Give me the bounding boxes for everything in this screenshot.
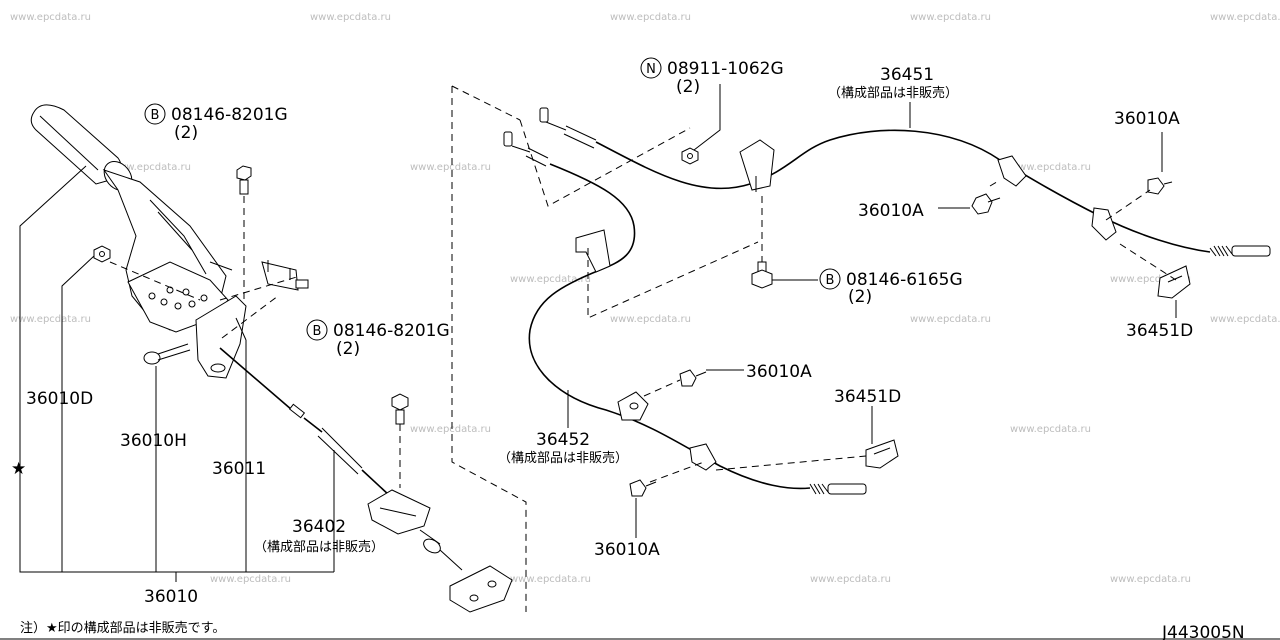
part-number-36010h: 36010H — [120, 431, 187, 451]
part-number-36011: 36011 — [212, 459, 266, 479]
part-number-08146-8201g: 08146-8201G — [333, 321, 450, 341]
watermark: www.epcdata.ru — [1010, 162, 1091, 173]
watermark: www.epcdata.ru — [10, 12, 91, 23]
part-number-36451d: 36451D — [834, 387, 901, 407]
part-number-36451: 36451 — [880, 65, 934, 85]
cable-bracket-upper — [739, 139, 775, 192]
rear-cable-36451 — [539, 107, 1271, 257]
right-leader-lines — [567, 84, 1177, 538]
section-boundary — [451, 85, 527, 612]
bolt-08146-8201g-mid — [391, 393, 409, 488]
watermark: www.epcdata.ru — [1110, 574, 1191, 585]
screw-36010h — [143, 343, 191, 365]
bolt-36010a-c — [679, 369, 707, 387]
watermark: www.epcdata.ru — [510, 574, 591, 585]
watermark: www.epcdata.ru — [910, 12, 991, 23]
part-number-36010d: 36010D — [26, 389, 93, 409]
bolt-08146-8201g-top — [236, 165, 252, 300]
n-symbol-circle — [640, 57, 662, 79]
watermark: www.epcdata.ru — [110, 162, 191, 173]
watermark: www.epcdata.ru — [1010, 424, 1091, 435]
part-number-08911-1062g: 08911-1062G — [667, 59, 784, 79]
watermark: www.epcdata.ru — [510, 274, 591, 285]
watermark: www.epcdata.ru — [410, 424, 491, 435]
watermark: www.epcdata.ru — [1210, 314, 1280, 325]
part-number-36010: 36010 — [144, 587, 198, 607]
b-symbol-circle — [306, 319, 328, 341]
part-number-08146-8201g: 08146-8201G — [171, 105, 288, 125]
part-number-36451d: 36451D — [1126, 321, 1193, 341]
watermark: www.epcdata.ru — [310, 12, 391, 23]
right-dashed-guides — [519, 119, 1177, 483]
bolt-36010a-b — [1147, 177, 1173, 195]
quantity: (2) — [336, 339, 360, 359]
bolt-36010a-a — [971, 193, 1001, 215]
watermark: www.epcdata.ru — [610, 12, 691, 23]
bolt-36010a-d — [629, 479, 657, 497]
part-number-08146-6165g: 08146-6165G — [846, 270, 963, 290]
part-number-36010a: 36010A — [746, 362, 812, 382]
b-symbol: B — [151, 108, 160, 123]
part-number-36402: 36402 — [292, 517, 346, 537]
b-symbol: B — [826, 273, 835, 288]
bolt-08146-6165g — [751, 261, 773, 289]
part-number-36010a: 36010A — [594, 540, 660, 560]
watermark: www.epcdata.ru — [10, 314, 91, 325]
watermark: www.epcdata.ru — [210, 574, 291, 585]
watermark: www.epcdata.ru — [410, 162, 491, 173]
b-symbol-circle — [819, 268, 841, 290]
footer-note: 注）★印の構成部品は非販売です。 — [20, 620, 225, 636]
n-symbol: N — [646, 62, 656, 77]
not-sold-star: ★ — [11, 459, 26, 479]
nut-36010d — [93, 245, 111, 263]
watermark: www.epcdata.ru — [610, 314, 691, 325]
part-number-36452: 36452 — [536, 430, 590, 450]
watermarks: www.epcdata.ru www.epcdata.ru www.epcdat… — [10, 12, 1280, 585]
watermark: www.epcdata.ru — [910, 314, 991, 325]
watermark: www.epcdata.ru — [1110, 274, 1191, 285]
rear-cable-36452 — [503, 131, 867, 495]
left-leader-lines — [19, 165, 335, 582]
cable-bracket-left — [261, 260, 309, 291]
quantity: (2) — [848, 287, 872, 307]
nut-08911-1062g — [681, 147, 699, 165]
parking-brake-lever — [30, 104, 247, 379]
watermark: www.epcdata.ru — [810, 574, 891, 585]
part-number-36010a: 36010A — [1114, 109, 1180, 129]
cable-bracket-lower — [575, 229, 611, 273]
quantity: (2) — [174, 123, 198, 143]
diagram-code: J443005N — [1161, 623, 1245, 640]
quantity: (2) — [676, 77, 700, 97]
b-symbol: B — [313, 324, 322, 339]
clip-36451d-right — [1157, 265, 1191, 299]
b-symbol-circle — [144, 103, 166, 125]
not-sold-note: （構成部品は非販売） — [254, 539, 384, 555]
not-sold-note: （構成部品は非販売） — [828, 85, 958, 101]
watermark: www.epcdata.ru — [1210, 12, 1280, 23]
clip-36451d-lower — [865, 439, 899, 469]
not-sold-note: （構成部品は非販売） — [498, 450, 628, 466]
part-number-36010a: 36010A — [858, 201, 924, 221]
front-cable-36402 — [219, 347, 513, 613]
